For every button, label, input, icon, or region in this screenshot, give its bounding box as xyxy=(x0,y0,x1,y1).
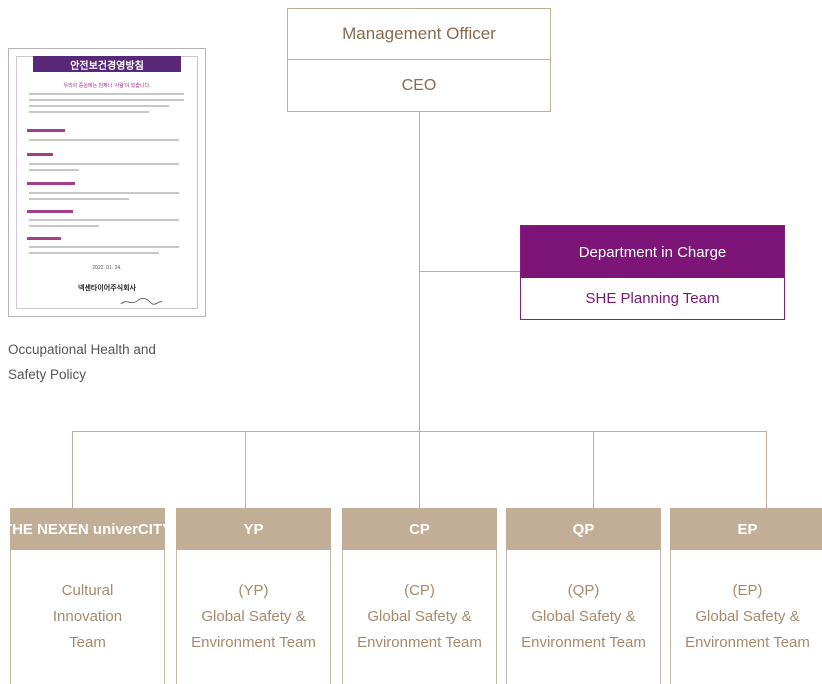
team-head: THE NEXEN univerCITY xyxy=(3,508,172,550)
policy-section-heading xyxy=(27,210,73,213)
connector-dept-horizontal xyxy=(419,271,520,272)
team-line: (YP) xyxy=(238,582,269,599)
team-body: (CP) Global Safety & Environment Team xyxy=(342,550,497,684)
team-body: (YP) Global Safety & Environment Team xyxy=(176,550,331,684)
policy-document-image: 안전보건경영방침 우리의 중심에는 언제나 '사람'이 있습니다. 2022. … xyxy=(8,48,206,317)
team-line: Global Safety & xyxy=(367,608,472,625)
policy-text-line xyxy=(29,163,179,165)
policy-text-line xyxy=(29,93,184,95)
team-body: Cultural Innovation Team xyxy=(10,550,165,684)
department-title: Department in Charge xyxy=(521,226,784,278)
team-head: YP xyxy=(176,508,331,550)
policy-text-line xyxy=(29,99,184,101)
management-officer-subtitle: CEO xyxy=(401,77,437,94)
signature-icon xyxy=(120,297,163,305)
connector-top-vertical xyxy=(419,112,420,432)
policy-text-line xyxy=(29,198,129,200)
policy-document-subtitle: 우리의 중심에는 언제나 '사람'이 있습니다. xyxy=(63,83,151,89)
management-officer-box: Management Officer CEO xyxy=(287,8,551,112)
team-head: QP xyxy=(506,508,661,550)
policy-text-line xyxy=(29,252,159,254)
team-line: Global Safety & xyxy=(531,608,636,625)
policy-section-heading xyxy=(27,182,75,185)
team-line: (QP) xyxy=(567,582,600,599)
team-line: Global Safety & xyxy=(201,608,306,625)
policy-caption: Occupational Health and Safety Policy xyxy=(8,337,208,387)
department-in-charge-box: Department in Charge SHE Planning Team xyxy=(520,225,785,320)
policy-section-heading xyxy=(27,153,53,156)
team-box-qp: QP (QP) Global Safety & Environment Team xyxy=(506,508,661,684)
connector-drop-2 xyxy=(245,431,246,508)
policy-text-line xyxy=(29,139,179,141)
team-box-university: THE NEXEN univerCITY Cultural Innovation… xyxy=(3,508,172,684)
team-box-cp: CP (CP) Global Safety & Environment Team xyxy=(342,508,497,684)
team-body: (QP) Global Safety & Environment Team xyxy=(506,550,661,684)
policy-text-line xyxy=(29,105,169,107)
policy-document-title: 안전보건경영방침 xyxy=(33,56,181,72)
team-line: Environment Team xyxy=(191,634,316,651)
team-line: (EP) xyxy=(732,582,763,599)
policy-caption-line-2: Safety Policy xyxy=(8,367,87,382)
team-head: CP xyxy=(342,508,497,550)
team-line: Team xyxy=(69,634,106,651)
policy-text-line xyxy=(29,192,179,194)
team-line: Global Safety & xyxy=(695,608,800,625)
connector-drop-3 xyxy=(419,431,420,508)
policy-caption-line-1: Occupational Health and xyxy=(8,342,156,357)
team-line: Environment Team xyxy=(521,634,646,651)
team-line: Environment Team xyxy=(357,634,482,651)
policy-text-line xyxy=(29,219,179,221)
management-officer-title: Management Officer xyxy=(288,9,550,60)
policy-text-line xyxy=(29,225,99,227)
connector-drop-4 xyxy=(593,431,594,508)
team-line: Innovation xyxy=(52,608,123,625)
team-box-ep: EP (EP) Global Safety & Environment Team xyxy=(670,508,822,684)
policy-text-line xyxy=(29,111,149,113)
team-box-yp: YP (YP) Global Safety & Environment Team xyxy=(176,508,331,684)
team-body: (EP) Global Safety & Environment Team xyxy=(670,550,822,684)
policy-section-heading xyxy=(27,237,61,240)
team-line: (CP) xyxy=(404,582,435,599)
connector-drop-5 xyxy=(766,431,767,508)
policy-document-company: 넥센타이어주식회사 xyxy=(78,285,136,292)
connector-drop-1 xyxy=(72,431,73,508)
policy-text-line xyxy=(29,169,79,171)
policy-section-heading xyxy=(27,129,65,132)
team-line: Cultural xyxy=(61,582,114,599)
team-head: EP xyxy=(670,508,822,550)
department-subtitle: SHE Planning Team xyxy=(585,290,720,307)
policy-document-date: 2022. 01. 24. xyxy=(92,265,122,271)
team-line: Environment Team xyxy=(685,634,810,651)
policy-text-line xyxy=(29,246,179,248)
